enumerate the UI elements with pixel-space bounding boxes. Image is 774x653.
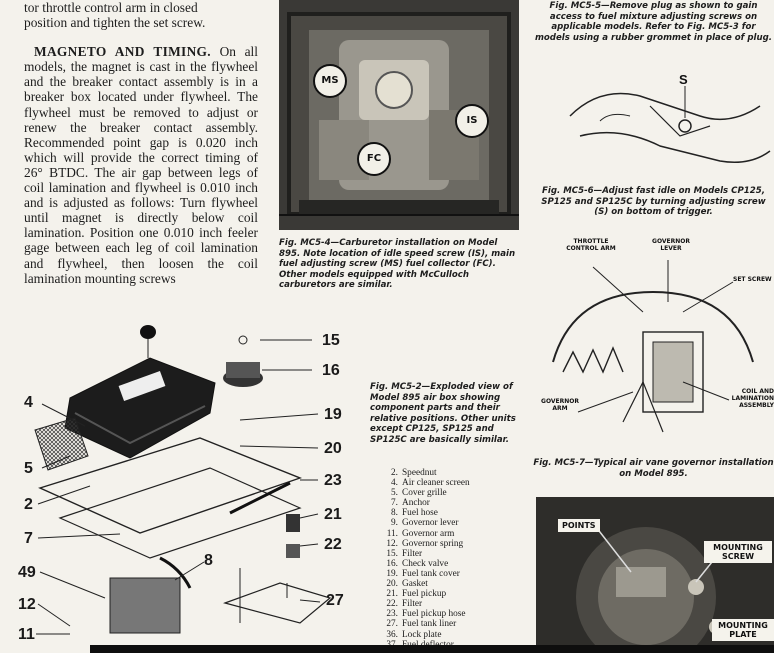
legend-item: 5.Cover grille (391, 488, 447, 499)
caption-mc5-5: Fig. MC5-5—Remove plug as shown to gain … (534, 1, 773, 43)
paragraph-text: On all models, the magnet is cast in the… (24, 44, 258, 286)
label-coil-lamination: COIL AND LAMINATION ASSEMBLY (731, 388, 774, 409)
legend-item: 12.Governor spring (386, 538, 464, 549)
callout-49: 49 (18, 564, 36, 581)
intro-line-2: position and tighten the set screw. (24, 15, 206, 31)
exploded-view-drawing: 15 16 19 20 23 21 22 27 4 5 2 7 8 49 12 … (0, 318, 362, 645)
callout-21: 21 (324, 506, 342, 523)
intro-line-1: tor throttle control arm in closed (24, 0, 198, 15)
legend-item: 11.Governor arm (386, 528, 455, 539)
callout-2: 2 (24, 496, 33, 513)
callout-fc: FC (357, 142, 391, 176)
legend-item: 27.Fuel tank liner (386, 619, 457, 630)
callout-4: 4 (24, 394, 33, 411)
callout-27: 27 (326, 592, 344, 609)
trigger-drawing: S (560, 66, 774, 176)
legend-item: 2.Speednut (391, 468, 437, 478)
magneto-paragraph: MAGNETO AND TIMING. On all models, the m… (24, 44, 258, 286)
legend-item: 7.Anchor (391, 498, 430, 509)
legend-item: 21.Fuel pickup (386, 589, 447, 600)
callout-15: 15 (322, 332, 340, 349)
legend-item: 22.Filter (386, 599, 423, 610)
callout-19: 19 (324, 406, 342, 423)
legend-item: 37.Fuel deflector (374, 640, 524, 650)
callout-20: 20 (324, 440, 342, 457)
callout-is: IS (455, 104, 489, 138)
legend-item: 9.Governor lever (391, 518, 459, 529)
label-governor-arm: GOVERNOR ARM (541, 398, 579, 412)
callout-ms: MS (313, 64, 347, 98)
callout-16: 16 (322, 362, 340, 379)
legend-item: 8.Fuel hose (391, 508, 438, 519)
carburetor-photo: MS IS FC (279, 0, 519, 230)
points-photo: POINTS MOUNTING SCREW MOUNTING PLATE (536, 497, 774, 645)
callout-22: 22 (324, 536, 342, 553)
callout-s: S (679, 72, 688, 87)
label-throttle-control-arm: THROTTLE CONTROL ARM (566, 238, 616, 252)
label-mounting-plate: MOUNTING PLATE (712, 619, 774, 641)
caption-mc5-6: Fig. MC5-6—Adjust fast idle on Models CP… (541, 186, 766, 218)
callout-5: 5 (24, 460, 33, 477)
caption-mc5-4: Fig. MC5-4—Carburetor installation on Mo… (279, 238, 516, 291)
callout-12: 12 (18, 596, 36, 613)
legend-item: 19.Fuel tank cover (386, 568, 460, 579)
label-points: POINTS (558, 519, 600, 532)
legend-item: 4.Air cleaner screen (391, 478, 470, 489)
legend-item: 36.Lock plate (386, 629, 442, 640)
governor-drawing: THROTTLE CONTROL ARM GOVERNOR LEVER SET … (533, 232, 774, 454)
label-governor-lever: GOVERNOR LEVER (652, 238, 690, 252)
label-mounting-screw: MOUNTING SCREW (704, 541, 772, 563)
body-text-column: tor throttle control arm in closed posit… (24, 0, 258, 286)
legend-item: 15.Filter (386, 548, 423, 559)
scan-edge-bar (90, 645, 774, 653)
parts-legend: 2.Speednut 4.Air cleaner screen 5.Cover … (374, 468, 524, 650)
label-set-screw: SET SCREW (733, 276, 772, 283)
callout-7: 7 (24, 530, 33, 547)
caption-mc5-7: Fig. MC5-7—Typical air vane governor ins… (533, 458, 774, 479)
legend-item: 20.Gasket (386, 579, 428, 590)
callout-11: 11 (18, 626, 35, 643)
legend-item: 23.Fuel pickup hose (386, 609, 466, 620)
callout-8: 8 (204, 552, 213, 569)
section-heading: MAGNETO AND TIMING. (34, 44, 211, 60)
callout-23: 23 (324, 472, 342, 489)
legend-item: 16.Check valve (386, 558, 449, 569)
caption-mc5-2: Fig. MC5-2—Exploded view of Model 895 ai… (370, 382, 516, 445)
